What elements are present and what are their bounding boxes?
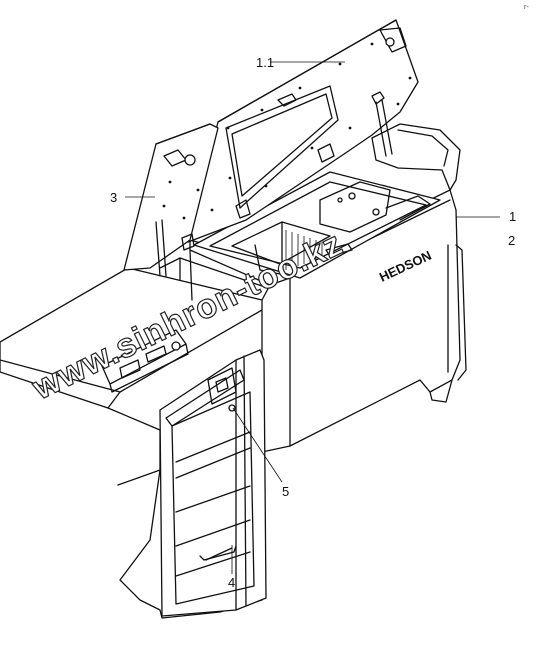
brand-mark: HEDSON xyxy=(377,248,434,285)
callout-2: 1.1 xyxy=(256,55,274,70)
side-tray xyxy=(371,123,461,191)
left-compartment xyxy=(159,249,263,301)
callouts: 1.1 3 1 2 4 5 xyxy=(110,55,516,590)
leader-lines xyxy=(125,61,500,574)
callout-5: 5 xyxy=(282,484,289,499)
corner-mark: r- xyxy=(524,4,529,11)
callout-1-1: 2 xyxy=(508,233,515,248)
callout-3: 3 xyxy=(110,190,117,205)
basin xyxy=(193,171,441,279)
callout-4: 4 xyxy=(228,575,235,590)
brand-text: HEDSON xyxy=(377,248,434,285)
left-lid xyxy=(123,123,219,277)
control-panel xyxy=(101,329,189,393)
door xyxy=(159,349,267,617)
callout-1: 1 xyxy=(509,209,516,224)
main-lid xyxy=(187,19,419,243)
